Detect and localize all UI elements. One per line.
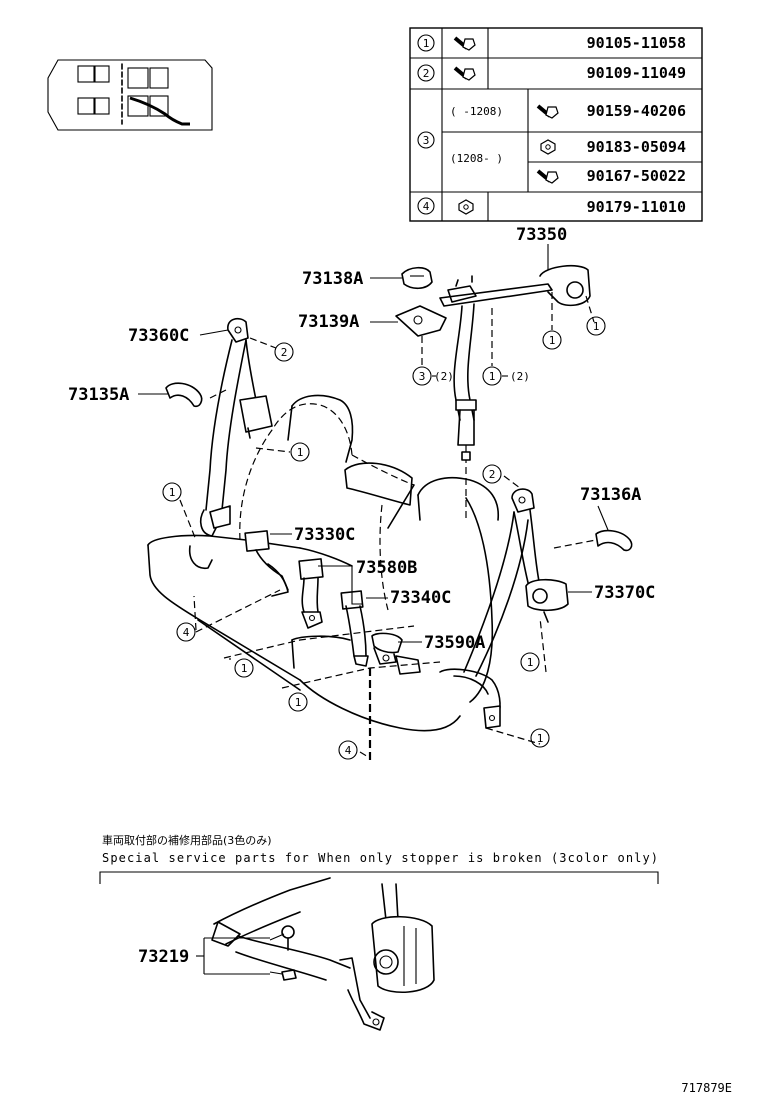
ref-marker-2: 2 — [482, 464, 502, 484]
ref-marker-2: 2 — [274, 342, 294, 362]
ref-marker-1: 1 — [586, 316, 606, 336]
table-row-3: 3 ( -1208) 90159-40206 (1208- ) 90183-05… — [417, 102, 686, 185]
bolt-icon — [453, 66, 476, 81]
callout-73340C: 73340C — [390, 588, 451, 608]
ref-marker-1: 1 — [542, 330, 562, 350]
part-number: 90183-05094 — [587, 138, 686, 156]
callout-73580B: 73580B — [356, 558, 417, 578]
callout-73135A: 73135A — [68, 385, 129, 405]
part-73330C-buckle — [244, 530, 289, 597]
callout-73139A: 73139A — [298, 312, 359, 332]
callout-73370C: 73370C — [594, 583, 655, 603]
callout-73330C: 73330C — [294, 525, 355, 545]
ref-marker-1: 1 — [530, 728, 550, 748]
reference-leaders — [179, 292, 597, 760]
vehicle-location-thumbnail — [47, 59, 213, 131]
ref-marker-1: 1 — [288, 692, 308, 712]
part-73370C-right-belt — [439, 488, 569, 729]
qty-label: (2) — [510, 370, 530, 383]
note-japanese: 車両取付部の補修用部品(3色のみ) — [102, 833, 272, 847]
nut-icon — [458, 199, 474, 215]
part-number: 90179-11010 — [587, 198, 686, 216]
part-number: 90109-11049 — [587, 64, 686, 82]
ref-marker-1: 1 — [290, 442, 310, 462]
part-73219-stopper-detail — [196, 877, 435, 1031]
fasteners-table: 1 90105-11058 2 90109-11049 3 ( -1208) — [409, 27, 703, 222]
bolt-icon — [536, 169, 559, 184]
part-73135A-cover — [165, 382, 203, 408]
callout-73590A: 73590A — [424, 633, 485, 653]
svg-text:2: 2 — [281, 346, 288, 359]
callout-73350: 73350 — [516, 225, 567, 245]
callout-73360C: 73360C — [128, 326, 189, 346]
note-english: Special service parts for When only stop… — [102, 851, 658, 865]
bolt-icon — [453, 36, 476, 51]
svg-text:2: 2 — [489, 468, 496, 481]
ref-marker-4: 4 — [338, 740, 358, 760]
svg-text:1: 1 — [169, 486, 176, 499]
callout-73219: 73219 — [138, 947, 189, 967]
table-row-2: 2 90109-11049 — [417, 64, 686, 82]
svg-text:1: 1 — [241, 662, 248, 675]
table-row-4: 4 90179-11010 — [417, 197, 686, 216]
svg-text:1: 1 — [549, 334, 556, 347]
ref-marker-1: 1 — [482, 366, 502, 386]
ref-number: 4 — [423, 200, 430, 213]
part-73360C-left-belt — [188, 317, 273, 570]
callouts: 73350 73138A 73139A 73360C 73135A 73136A… — [68, 225, 655, 967]
svg-text:1: 1 — [527, 656, 534, 669]
callout-leaders — [138, 244, 609, 643]
ref-number: 3 — [423, 134, 430, 147]
part-73138A-cover — [401, 266, 433, 290]
ref-marker-1: 1 — [520, 652, 540, 672]
ref-marker-1: 1 — [234, 658, 254, 678]
part-73580B-buckle — [298, 558, 324, 629]
part-73350-center-retractor — [439, 264, 591, 520]
part-73136A-cover — [595, 529, 633, 552]
part-73139A-plate — [395, 305, 447, 337]
ref-marker-3: 3 — [412, 366, 432, 386]
rear-seat-outline — [147, 394, 499, 732]
svg-text:1: 1 — [489, 370, 496, 383]
part-73340C-buckle — [340, 590, 369, 667]
svg-text:1: 1 — [537, 732, 544, 745]
ref-number: 2 — [423, 67, 430, 80]
svg-text:1: 1 — [593, 320, 600, 333]
ref-marker-4: 4 — [176, 622, 196, 642]
part-73590A-belt-end — [371, 632, 421, 675]
serial-range: (1208- ) — [450, 152, 503, 165]
callout-73136A: 73136A — [580, 485, 641, 505]
svg-text:4: 4 — [183, 626, 190, 639]
part-number: 90105-11058 — [587, 34, 686, 52]
ref-marker-1: 1 — [162, 482, 182, 502]
serial-range: ( -1208) — [450, 105, 503, 118]
svg-text:3: 3 — [419, 370, 426, 383]
part-number: 90159-40206 — [587, 102, 686, 120]
part-number: 90167-50022 — [587, 167, 686, 185]
bolt-icon — [536, 104, 559, 119]
svg-text:1: 1 — [295, 696, 302, 709]
svg-text:4: 4 — [345, 744, 352, 757]
nut-icon — [540, 139, 556, 155]
table-row-1: 1 90105-11058 — [417, 34, 686, 52]
svg-text:1: 1 — [297, 446, 304, 459]
figure-code: 717879E — [681, 1081, 732, 1095]
ref-number: 1 — [423, 37, 430, 50]
reference-markers: 1 1 3 (2) 1 (2) 2 1 1 2 4 1 1 1 1 4 — [162, 316, 606, 760]
callout-73138A: 73138A — [302, 269, 363, 289]
service-note: 車両取付部の補修用部品(3色のみ) Special service parts … — [99, 833, 659, 884]
qty-label: (2) — [434, 370, 454, 383]
